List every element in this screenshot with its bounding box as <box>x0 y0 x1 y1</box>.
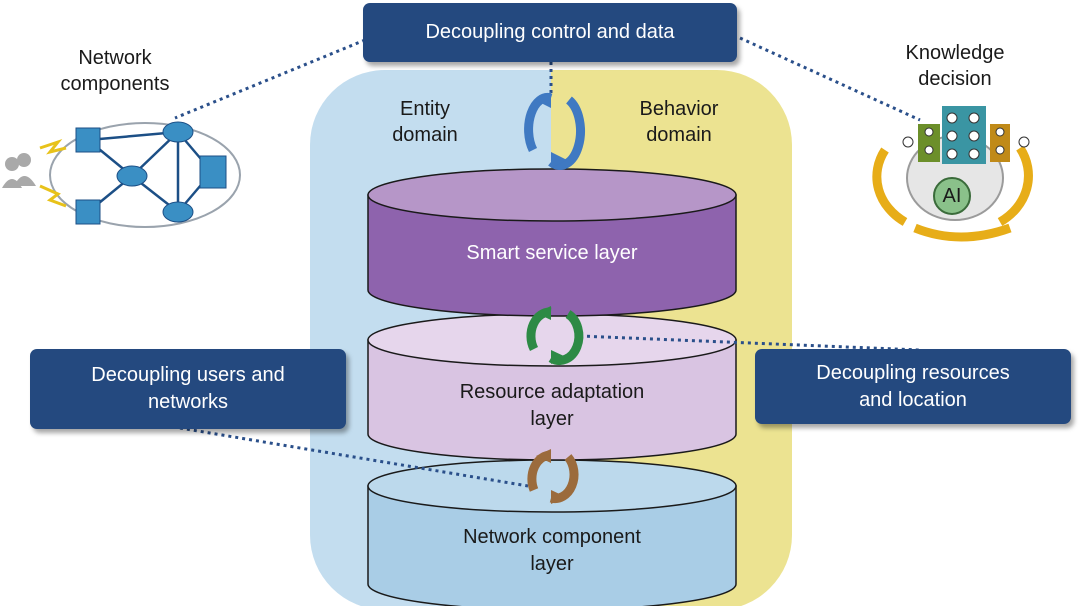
callout-decoupling-resources-location: Decoupling resources and location <box>755 349 1071 424</box>
callout-decoupling-control-data: Decoupling control and data <box>363 3 737 62</box>
connector-knowledge-decision <box>739 36 921 122</box>
smart-service-layer-label: Smart service layer <box>466 242 638 264</box>
switch-icon <box>75 199 101 225</box>
callout-decoupling-users-networks: Decoupling users and networks <box>30 349 346 429</box>
router-icon <box>162 121 194 143</box>
callout-text: Decoupling users and networks <box>91 364 285 413</box>
callout-text: Decoupling resources and location <box>816 361 1010 411</box>
network-component-layer-label: Network component layer <box>463 526 641 575</box>
network-component-layer <box>367 459 737 606</box>
router-icon <box>162 201 194 223</box>
network-components-label: Network components <box>60 47 170 95</box>
callout-text: Decoupling control and data <box>425 21 675 43</box>
ai-badge <box>933 177 971 215</box>
network-components-illustration <box>2 121 241 228</box>
router-icon <box>116 165 148 187</box>
connector-users-networks <box>179 426 529 488</box>
server-icon <box>199 155 227 189</box>
lightning-icon <box>39 138 67 155</box>
knowledge-decision-label: Knowledge decision <box>905 42 1005 90</box>
lightning-icon <box>39 184 67 208</box>
cycle-arrow-middle <box>526 306 584 365</box>
cycle-arrow-top <box>524 92 585 170</box>
cycle-arrow-bottom <box>527 449 579 504</box>
users-icon <box>2 153 36 188</box>
behavior-domain-label: Behavior domain <box>639 98 719 146</box>
knowledge-decision-illustration <box>872 106 1033 242</box>
smart-service-layer <box>367 168 737 317</box>
connector-resources-location <box>579 334 921 352</box>
connector-lines <box>174 36 921 488</box>
resource-adaptation-layer-label: Resource adaptation layer <box>459 381 645 430</box>
resource-adaptation-layer <box>367 313 737 461</box>
switch-icon <box>75 127 101 153</box>
entity-domain-label: Entity domain <box>392 98 458 146</box>
ai-badge-label: AI <box>942 185 962 207</box>
